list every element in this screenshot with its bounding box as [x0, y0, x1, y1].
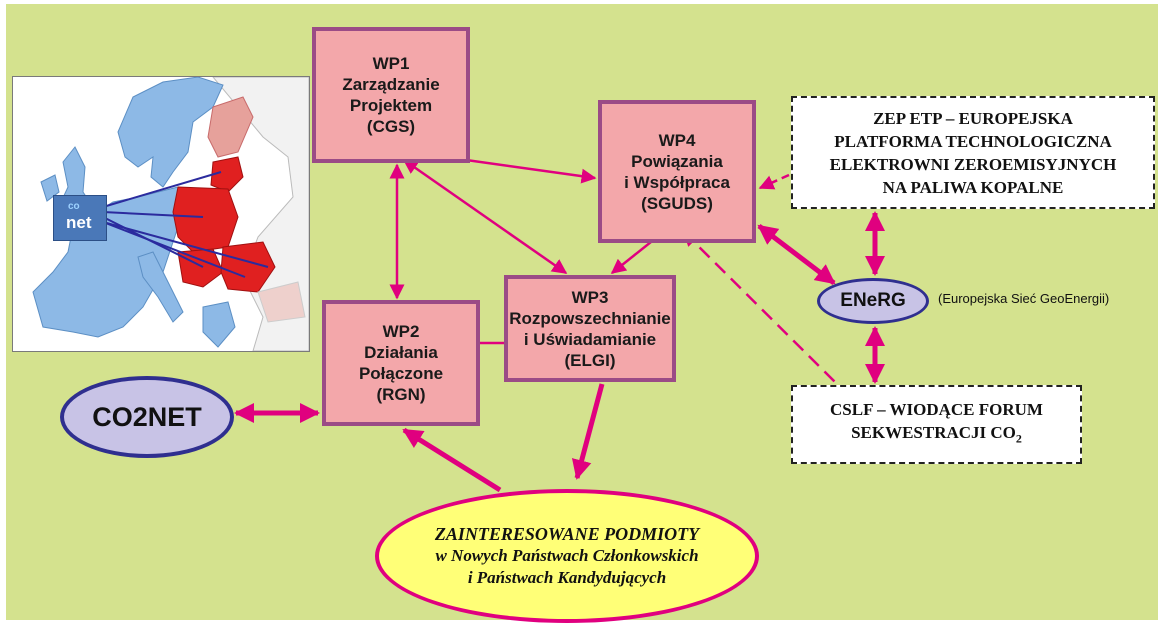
stakeholders-line2: w Nowych Państwach Członkowskich	[435, 546, 699, 565]
europe-map-graphic	[32, 77, 309, 351]
zep-etp-box: ZEP ETP – EUROPEJSKA PLATFORMA TECHNOLOG…	[791, 96, 1155, 209]
cslf-box: CSLF – WIODĄCE FORUM SEKWESTRACJI CO2	[791, 385, 1082, 464]
cslf-line1: CSLF – WIODĄCE FORUM	[830, 400, 1043, 420]
map-greece	[202, 301, 236, 348]
wp4-title-line2: i Współpraca	[624, 172, 730, 192]
wp1-title-line1: Zarządzanie	[342, 75, 440, 94]
energ-label: ENeRG	[840, 290, 906, 311]
map-scandinavia	[117, 77, 224, 188]
wp3-box: WP3 Rozpowszechnianie i Uświadamianie (E…	[504, 275, 676, 382]
cslf-line2-text: SEKWESTRACJI CO	[851, 423, 1016, 443]
wp3-title-line2: i Uświadamianie	[523, 329, 657, 349]
co2net-oval: CO2NET	[60, 376, 234, 458]
wp2-title-line2: Połączone	[358, 364, 444, 383]
europe-map: co net	[12, 76, 310, 352]
co2net-logo: co net	[53, 195, 107, 241]
wp4-code: WP4	[658, 130, 696, 150]
map-arrows	[102, 171, 269, 278]
co2net-label: CO2NET	[92, 401, 202, 432]
stakeholders-title: ZAINTERESOWANE PODMIOTY	[434, 524, 700, 544]
wp1-box: WP1 Zarządzanie Projektem (CGS)	[312, 27, 470, 163]
wp2-box: WP2 Działania Połączone (RGN)	[322, 300, 480, 426]
link-stakeholders-wp2	[402, 427, 502, 493]
logo-net-text: net	[66, 213, 92, 232]
zep-line3: ELEKTROWNI ZEROEMISYJNYCH	[829, 154, 1117, 174]
cslf-line2: SEKWESTRACJI CO2	[851, 421, 1022, 450]
link-wp3-stakeholders	[571, 383, 605, 480]
wp3-title-line1: Rozpowszechnianie	[509, 308, 671, 328]
stakeholders-line3: i Państwach Kandydujących	[467, 568, 667, 587]
map-ireland	[40, 174, 60, 202]
wp2-title-line1: Działania	[364, 343, 438, 362]
wp4-title-line1: Powiązania	[631, 151, 723, 171]
wp1-title-line2: Projektem	[349, 96, 433, 115]
wp4-lead: (SGUDS)	[641, 193, 713, 213]
wp2-code: WP2	[382, 322, 420, 341]
wp1-lead: (CGS)	[366, 117, 416, 136]
link-wp4-cslf	[682, 230, 837, 384]
map-east-faded	[257, 281, 306, 323]
cslf-line2-subscript: 2	[1015, 431, 1022, 446]
map-finland	[207, 96, 254, 158]
zep-line4: NA PALIWA KOPALNE	[882, 177, 1064, 197]
energ-full-name: (Europejska Sieć GeoEnergii)	[938, 291, 1110, 306]
map-italy	[137, 251, 184, 323]
wp3-lead: (ELGI)	[564, 350, 616, 370]
link-wp1-wp3	[402, 158, 568, 275]
wp2-lead: (RGN)	[376, 385, 426, 404]
zep-line1: ZEP ETP – EUROPEJSKA	[873, 108, 1073, 128]
map-western-europe	[32, 186, 184, 338]
stakeholders-oval: ZAINTERESOWANE PODMIOTY w Nowych Państwa…	[375, 489, 759, 623]
energ-oval: ENeRG	[817, 278, 929, 324]
link-wp4-energ	[757, 224, 836, 285]
logo-co-text: co	[68, 201, 80, 212]
wp4-box: WP4 Powiązania i Współpraca (SGUDS)	[598, 100, 756, 243]
link-zep-wp4	[758, 173, 790, 190]
zep-line2: PLATFORMA TECHNOLOGICZNA	[834, 131, 1112, 151]
map-baltics	[210, 156, 244, 193]
wp1-code: WP1	[372, 54, 410, 73]
wp3-code: WP3	[571, 287, 609, 307]
